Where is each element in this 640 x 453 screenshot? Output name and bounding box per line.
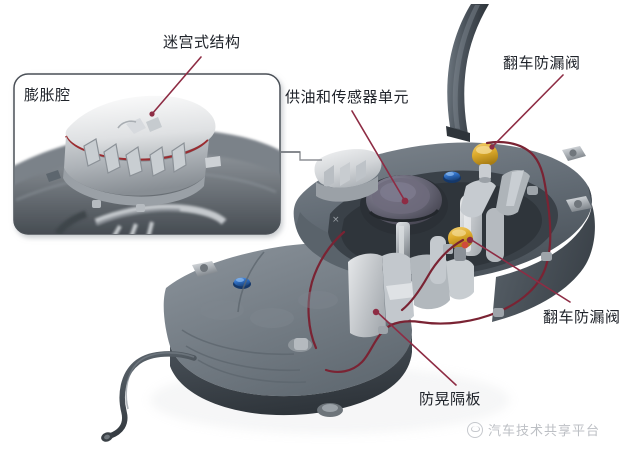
tank-lower-front-face: [170, 334, 412, 416]
watermark: 汽车技术共享平台: [467, 420, 600, 439]
leader-baffle: [375, 310, 457, 386]
expansion-chamber-module: [314, 149, 382, 202]
inset-connector-line: [280, 151, 322, 161]
label-expansion-chamber: 膨胀腔: [24, 86, 71, 104]
svg-text:×: ×: [332, 215, 340, 225]
camera-logo-icon: [467, 421, 483, 438]
blue-cap-upper: [443, 171, 461, 183]
tank-ribs: [181, 251, 307, 384]
line-clip-fasteners: [378, 186, 552, 334]
leader-rollover-top: [491, 74, 564, 148]
leader-lines: [151, 56, 571, 386]
mounting-brackets: [192, 146, 592, 277]
rollover-valve-bottom: [443, 227, 473, 261]
label-rollover-valve-bottom: 翻车防漏阀: [543, 308, 621, 326]
fuel-tank-assembly: ×: [101, 4, 595, 442]
outlet-hose: [101, 351, 197, 442]
expansion-chamber-part: [46, 95, 221, 212]
label-feed-and-sensor-unit: 供油和传感器单元: [285, 88, 410, 106]
leader-feed-sensor: [351, 110, 406, 202]
leader-arrow-dots: [149, 111, 495, 316]
label-labyrinth-structure: 迷宫式结构: [163, 33, 241, 51]
tank-right-wall: [492, 186, 595, 322]
watermark-text: 汽车技术共享平台: [488, 424, 601, 439]
label-rollover-valve-top: 翻车防漏阀: [503, 54, 581, 72]
fuel-vent-line: [307, 140, 552, 373]
lower-fittings: [200, 291, 343, 417]
filler-neck-pipe: [446, 4, 489, 142]
label-anti-slosh-baffle: 防晃隔板: [419, 390, 482, 408]
leader-rollover-bottom: [469, 238, 571, 303]
expansion-chamber-inset: [13, 73, 281, 235]
leader-labyrinth: [151, 56, 202, 115]
